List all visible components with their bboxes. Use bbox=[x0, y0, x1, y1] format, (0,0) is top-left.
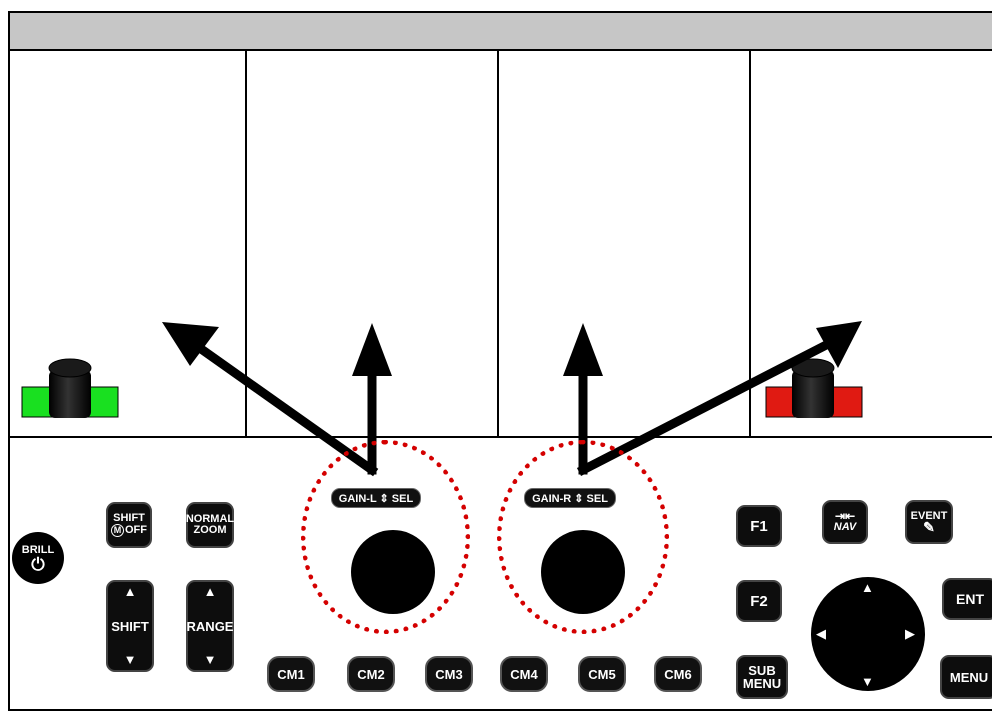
gain-r-knob[interactable] bbox=[541, 530, 625, 614]
panel-divider-2 bbox=[497, 49, 499, 437]
shift-off-bottom-label: OFF bbox=[125, 524, 147, 536]
arrowhead-panel-3 bbox=[563, 323, 603, 376]
sub-menu-bottom-label: MENU bbox=[742, 676, 782, 691]
cm6-button[interactable]: CM6 bbox=[654, 656, 702, 692]
panel-bottom-border bbox=[8, 436, 992, 438]
event-button[interactable]: EVENT ✎ bbox=[905, 500, 953, 544]
title-bar bbox=[10, 13, 992, 51]
range-down-icon[interactable]: ▼ bbox=[203, 652, 217, 667]
shift-down-icon[interactable]: ▼ bbox=[123, 652, 137, 667]
gain-r-highlight-ring bbox=[497, 440, 669, 634]
dpad-left-icon[interactable]: ◀ bbox=[816, 626, 826, 641]
arrowhead-panel-4 bbox=[816, 321, 862, 368]
cm4-button[interactable]: CM4 bbox=[500, 656, 548, 692]
event-icon: ✎ bbox=[923, 519, 935, 535]
m-circle-icon: M bbox=[111, 524, 124, 537]
range-up-icon[interactable]: ▲ bbox=[203, 584, 217, 599]
power-icon: ⏻ bbox=[31, 554, 45, 574]
cm2-button[interactable]: CM2 bbox=[347, 656, 395, 692]
arrowhead-panel-1 bbox=[162, 322, 219, 366]
cm5-button[interactable]: CM5 bbox=[578, 656, 626, 692]
range-label: RANGE bbox=[186, 618, 234, 634]
brill-label: BRILL bbox=[21, 543, 55, 556]
normal-zoom-top-label: NORMAL bbox=[185, 513, 235, 525]
range-rocker[interactable]: ▲ RANGE ▼ bbox=[186, 580, 234, 672]
shift-off-top-label: SHIFT bbox=[113, 512, 145, 524]
normal-zoom-button[interactable]: NORMAL ZOOM bbox=[186, 502, 234, 548]
left-slider-knob bbox=[48, 358, 92, 418]
sub-menu-button[interactable]: SUB MENU bbox=[736, 655, 788, 699]
nav-label: NAV bbox=[833, 521, 857, 533]
shift-up-icon[interactable]: ▲ bbox=[123, 584, 137, 599]
shift-rocker[interactable]: ▲ SHIFT ▼ bbox=[106, 580, 154, 672]
event-label: EVENT bbox=[910, 510, 948, 522]
sub-menu-top-label: SUB bbox=[748, 663, 776, 678]
arrowhead-panel-2 bbox=[352, 323, 392, 376]
arrow-to-panel-1 bbox=[190, 339, 379, 477]
panel-divider-3 bbox=[749, 49, 751, 437]
dpad-down-icon[interactable]: ▼ bbox=[861, 674, 874, 689]
gain-l-knob[interactable] bbox=[351, 530, 435, 614]
menu-button[interactable]: MENU bbox=[940, 655, 992, 699]
nav-button[interactable]: ⇥⇤ NAV bbox=[822, 500, 868, 544]
panel-divider-1 bbox=[245, 49, 247, 437]
f1-button[interactable]: F1 bbox=[736, 505, 782, 547]
dpad-right-icon[interactable]: ▶ bbox=[905, 626, 915, 641]
gain-l-highlight-ring bbox=[301, 440, 470, 634]
brill-button[interactable]: BRILL ⏻ bbox=[12, 532, 64, 584]
ent-button[interactable]: ENT bbox=[942, 578, 992, 620]
nav-icon: ⇥⇤ bbox=[834, 509, 856, 523]
shift-label: SHIFT bbox=[111, 618, 149, 634]
f2-button[interactable]: F2 bbox=[736, 580, 782, 622]
cm3-button[interactable]: CM3 bbox=[425, 656, 473, 692]
arrow-to-panel-4 bbox=[576, 336, 837, 477]
normal-zoom-bottom-label: ZOOM bbox=[193, 524, 227, 536]
cm1-button[interactable]: CM1 bbox=[267, 656, 315, 692]
dpad-up-icon[interactable]: ▲ bbox=[861, 580, 874, 595]
dpad[interactable] bbox=[811, 577, 925, 691]
right-slider-knob bbox=[791, 358, 835, 418]
